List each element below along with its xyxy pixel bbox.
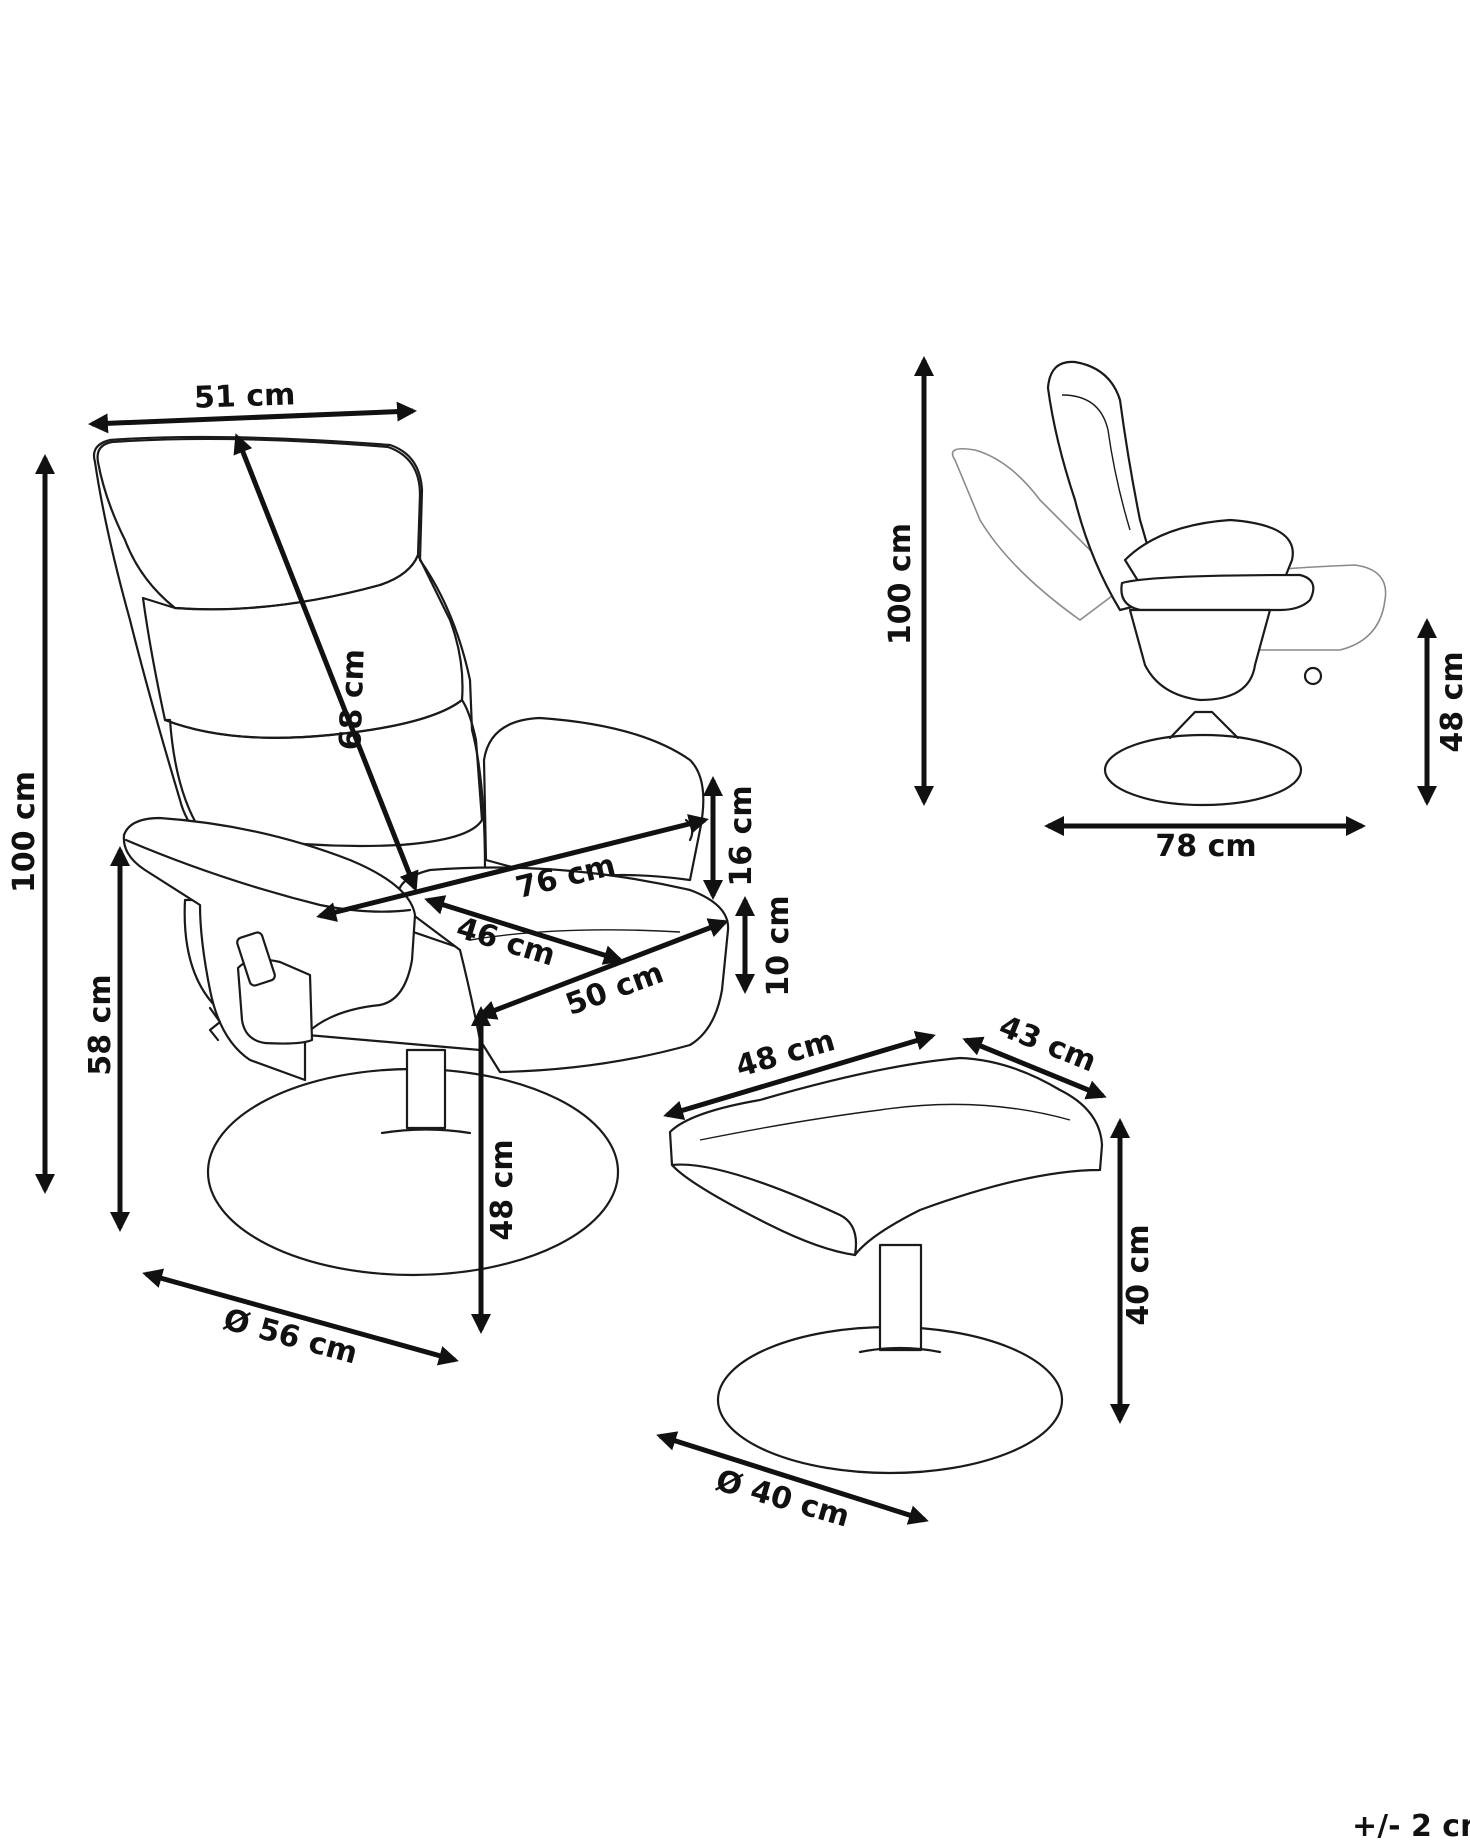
chair-stem-collar (380, 1128, 472, 1135)
side-chair-body (1128, 608, 1272, 702)
side-chair-stem (1168, 710, 1240, 740)
recliner-chair-illustration (92, 435, 730, 1277)
label-ottoman-height: 40 cm (1121, 1224, 1156, 1325)
dim-line-base-diameter (142, 1268, 459, 1366)
label-side-seat-height: 48 cm (1435, 651, 1470, 752)
dim-line-ottoman-base-diameter (656, 1431, 929, 1525)
label-chair-width: 51 cm (193, 377, 295, 416)
remote-control-icon (236, 931, 276, 987)
ottoman-stem-collar (858, 1346, 942, 1354)
label-backrest-diagonal: 68 cm (333, 648, 372, 750)
reclined-backrest-ghost (951, 447, 1121, 621)
label-tolerance: +/- 2 cm (1352, 1809, 1470, 1838)
ottoman-stem (878, 1243, 923, 1352)
side-chair-knob (1303, 666, 1323, 686)
ottoman-cushion-edge (670, 1163, 858, 1257)
dim-line-overall-depth (316, 814, 709, 922)
dimension-lines (35, 356, 1437, 1525)
side-chair-base (1103, 733, 1303, 807)
chair-stem (405, 1048, 447, 1130)
label-seat-thickness: 10 cm (761, 895, 796, 996)
chair-recline-lever (208, 1006, 222, 1042)
dim-line-chair-width (88, 401, 417, 434)
dim-line-ottoman-depth (962, 1036, 1107, 1100)
side-chair-backrest (1046, 360, 1162, 612)
ottoman-illustration (668, 1056, 1104, 1475)
side-chair-back-seam (1061, 394, 1131, 531)
dim-line-seat-width (476, 918, 729, 1020)
label-reclined-depth: 78 cm (1155, 829, 1256, 864)
side-view-chair-illustration (951, 360, 1387, 807)
label-armrest-height: 58 cm (83, 974, 118, 1075)
label-side-height: 100 cm (883, 523, 918, 645)
label-armrest-above-seat: 16 cm (724, 785, 759, 886)
ottoman-cushion (668, 1056, 1104, 1257)
dim-line-ottoman-width (663, 1030, 936, 1121)
label-total-height: 100 cm (7, 771, 42, 893)
label-seat-height: 48 cm (485, 1139, 520, 1240)
side-chair-armrest (1120, 573, 1315, 612)
label-ottoman-width: 48 cm (732, 1023, 839, 1085)
dim-line-backrest-diagonal (233, 433, 419, 892)
